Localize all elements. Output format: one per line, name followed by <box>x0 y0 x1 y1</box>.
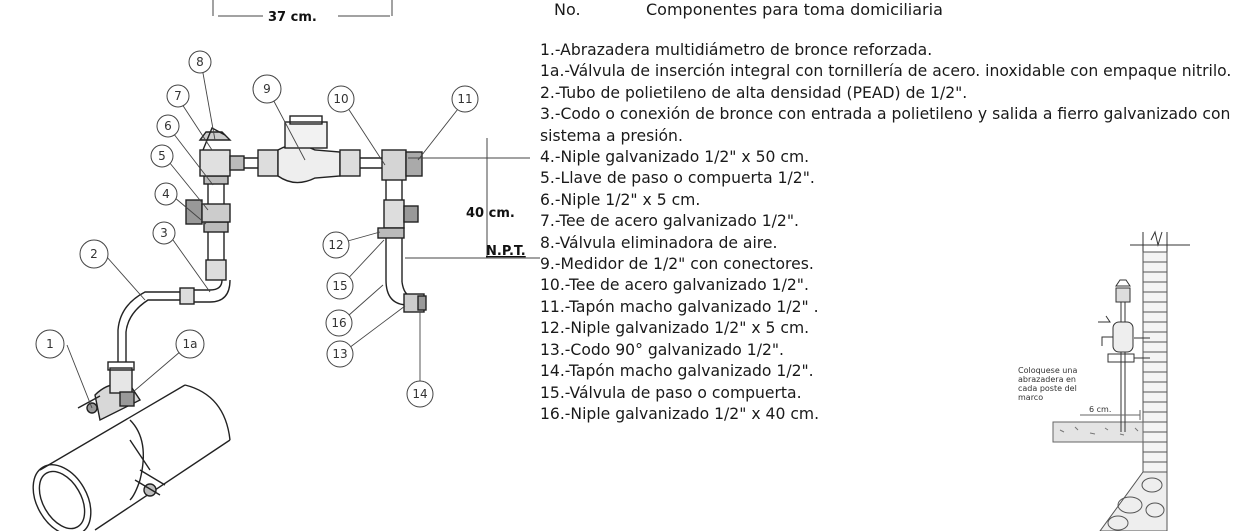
svg-text:6: 6 <box>164 119 172 133</box>
legend-item: 2.-Tubo de polietileno de alta densidad … <box>540 83 968 102</box>
callout-7: 7 <box>166 84 190 108</box>
legend-item: 5.-Llave de paso o compuerta 1/2". <box>540 169 815 188</box>
legend-header-no: No. <box>554 0 581 19</box>
callout-9: 9 <box>252 74 282 104</box>
legend-item: 13.-Codo 90° galvanizado 1/2". <box>540 340 784 359</box>
dimension-lines <box>212 0 540 259</box>
insertion-valve <box>107 361 135 407</box>
riser-right <box>377 149 427 313</box>
svg-text:12: 12 <box>328 238 343 252</box>
legend-item: 3.-Codo o conexión de bronce con entrada… <box>540 105 1231 145</box>
callout-5: 5 <box>150 144 174 168</box>
svg-text:Coloquese una: Coloquese una <box>1018 366 1077 375</box>
callout-1: 1 <box>35 329 65 359</box>
svg-text:3: 3 <box>160 226 168 240</box>
riser-left <box>179 127 245 305</box>
svg-text:2: 2 <box>90 247 98 261</box>
callouts: 1 1a 2 3 4 5 6 7 8 9 10 11 12 15 16 13 1… <box>35 50 479 408</box>
callout-10: 10 <box>327 85 355 113</box>
wall-elevation-detail <box>1052 230 1190 531</box>
callout-2: 2 <box>79 239 109 269</box>
svg-text:4: 4 <box>162 187 170 201</box>
legend-item: 6.-Niple 1/2" x 5 cm. <box>540 190 701 209</box>
callout-15: 15 <box>326 272 354 300</box>
svg-text:cada poste del: cada poste del <box>1018 384 1077 393</box>
svg-text:16: 16 <box>331 316 346 330</box>
legend-item: 11.-Tapón macho galvanizado 1/2" . <box>540 297 819 316</box>
svg-text:1a: 1a <box>183 337 198 351</box>
svg-text:abrazadera en: abrazadera en <box>1018 375 1076 384</box>
stone-base <box>1099 471 1168 531</box>
legend-header: No. Componentes para toma domiciliaria <box>554 0 943 19</box>
water-meter <box>244 115 382 184</box>
callout-13: 13 <box>326 340 354 368</box>
polyethylene-tube <box>117 291 180 362</box>
wall-pipe-assembly <box>1098 279 1150 432</box>
wall-detail-note: Coloquese una abrazadera en cada poste d… <box>1018 366 1077 402</box>
callout-8: 8 <box>188 50 212 74</box>
legend-header-title: Componentes para toma domiciliaria <box>646 0 943 19</box>
legend-item: 1a.-Válvula de inserción integral con to… <box>540 62 1232 81</box>
svg-text:1: 1 <box>46 337 54 351</box>
svg-text:15: 15 <box>332 279 347 293</box>
legend-item: 15.-Válvula de paso o compuerta. <box>540 383 802 402</box>
brick-column <box>1142 251 1168 473</box>
callout-12: 12 <box>322 231 350 259</box>
legend-item: 16.-Niple galvanizado 1/2" x 40 cm. <box>540 404 820 423</box>
callout-4: 4 <box>154 182 178 206</box>
legend-list: 1.-Abrazadera multidiámetro de bronce re… <box>540 40 1240 425</box>
legend-item: 8.-Válvula eliminadora de aire. <box>540 233 778 252</box>
callout-1a: 1a <box>175 329 205 359</box>
callout-16: 16 <box>325 309 353 337</box>
legend-item: 14.-Tapón macho galvanizado 1/2". <box>540 362 814 381</box>
svg-text:7: 7 <box>174 89 182 103</box>
legend-item: 10.-Tee de acero galvanizado 1/2". <box>540 276 809 295</box>
svg-text:13: 13 <box>332 347 347 361</box>
legend-item: 7.-Tee de acero galvanizado 1/2". <box>540 212 799 231</box>
svg-text:8: 8 <box>196 55 204 69</box>
height-dimension: 40 cm. <box>466 206 515 221</box>
legend-item: 4.-Niple galvanizado 1/2" x 50 cm. <box>540 148 810 167</box>
svg-text:5: 5 <box>158 149 166 163</box>
svg-text:14: 14 <box>412 387 427 401</box>
floor-level-label: N.P.T. <box>486 244 526 259</box>
offset-dimension: 6 cm. <box>1089 405 1111 414</box>
svg-text:11: 11 <box>457 92 472 106</box>
callout-3: 3 <box>152 221 176 245</box>
legend-item: 9.-Medidor de 1/2" con conectores. <box>540 255 814 274</box>
callout-11: 11 <box>451 85 479 113</box>
callout-leaders <box>66 61 466 409</box>
main-water-pipe <box>32 384 231 531</box>
svg-text:10: 10 <box>333 92 348 106</box>
legend-item: 1.-Abrazadera multidiámetro de bronce re… <box>540 41 933 59</box>
svg-text:9: 9 <box>263 82 271 96</box>
svg-text:marco: marco <box>1018 393 1043 402</box>
callout-6: 6 <box>156 114 180 138</box>
legend-item: 12.-Niple galvanizado 1/2" x 5 cm. <box>540 319 810 338</box>
width-dimension: 37 cm. <box>268 10 317 25</box>
callout-14: 14 <box>406 380 434 408</box>
